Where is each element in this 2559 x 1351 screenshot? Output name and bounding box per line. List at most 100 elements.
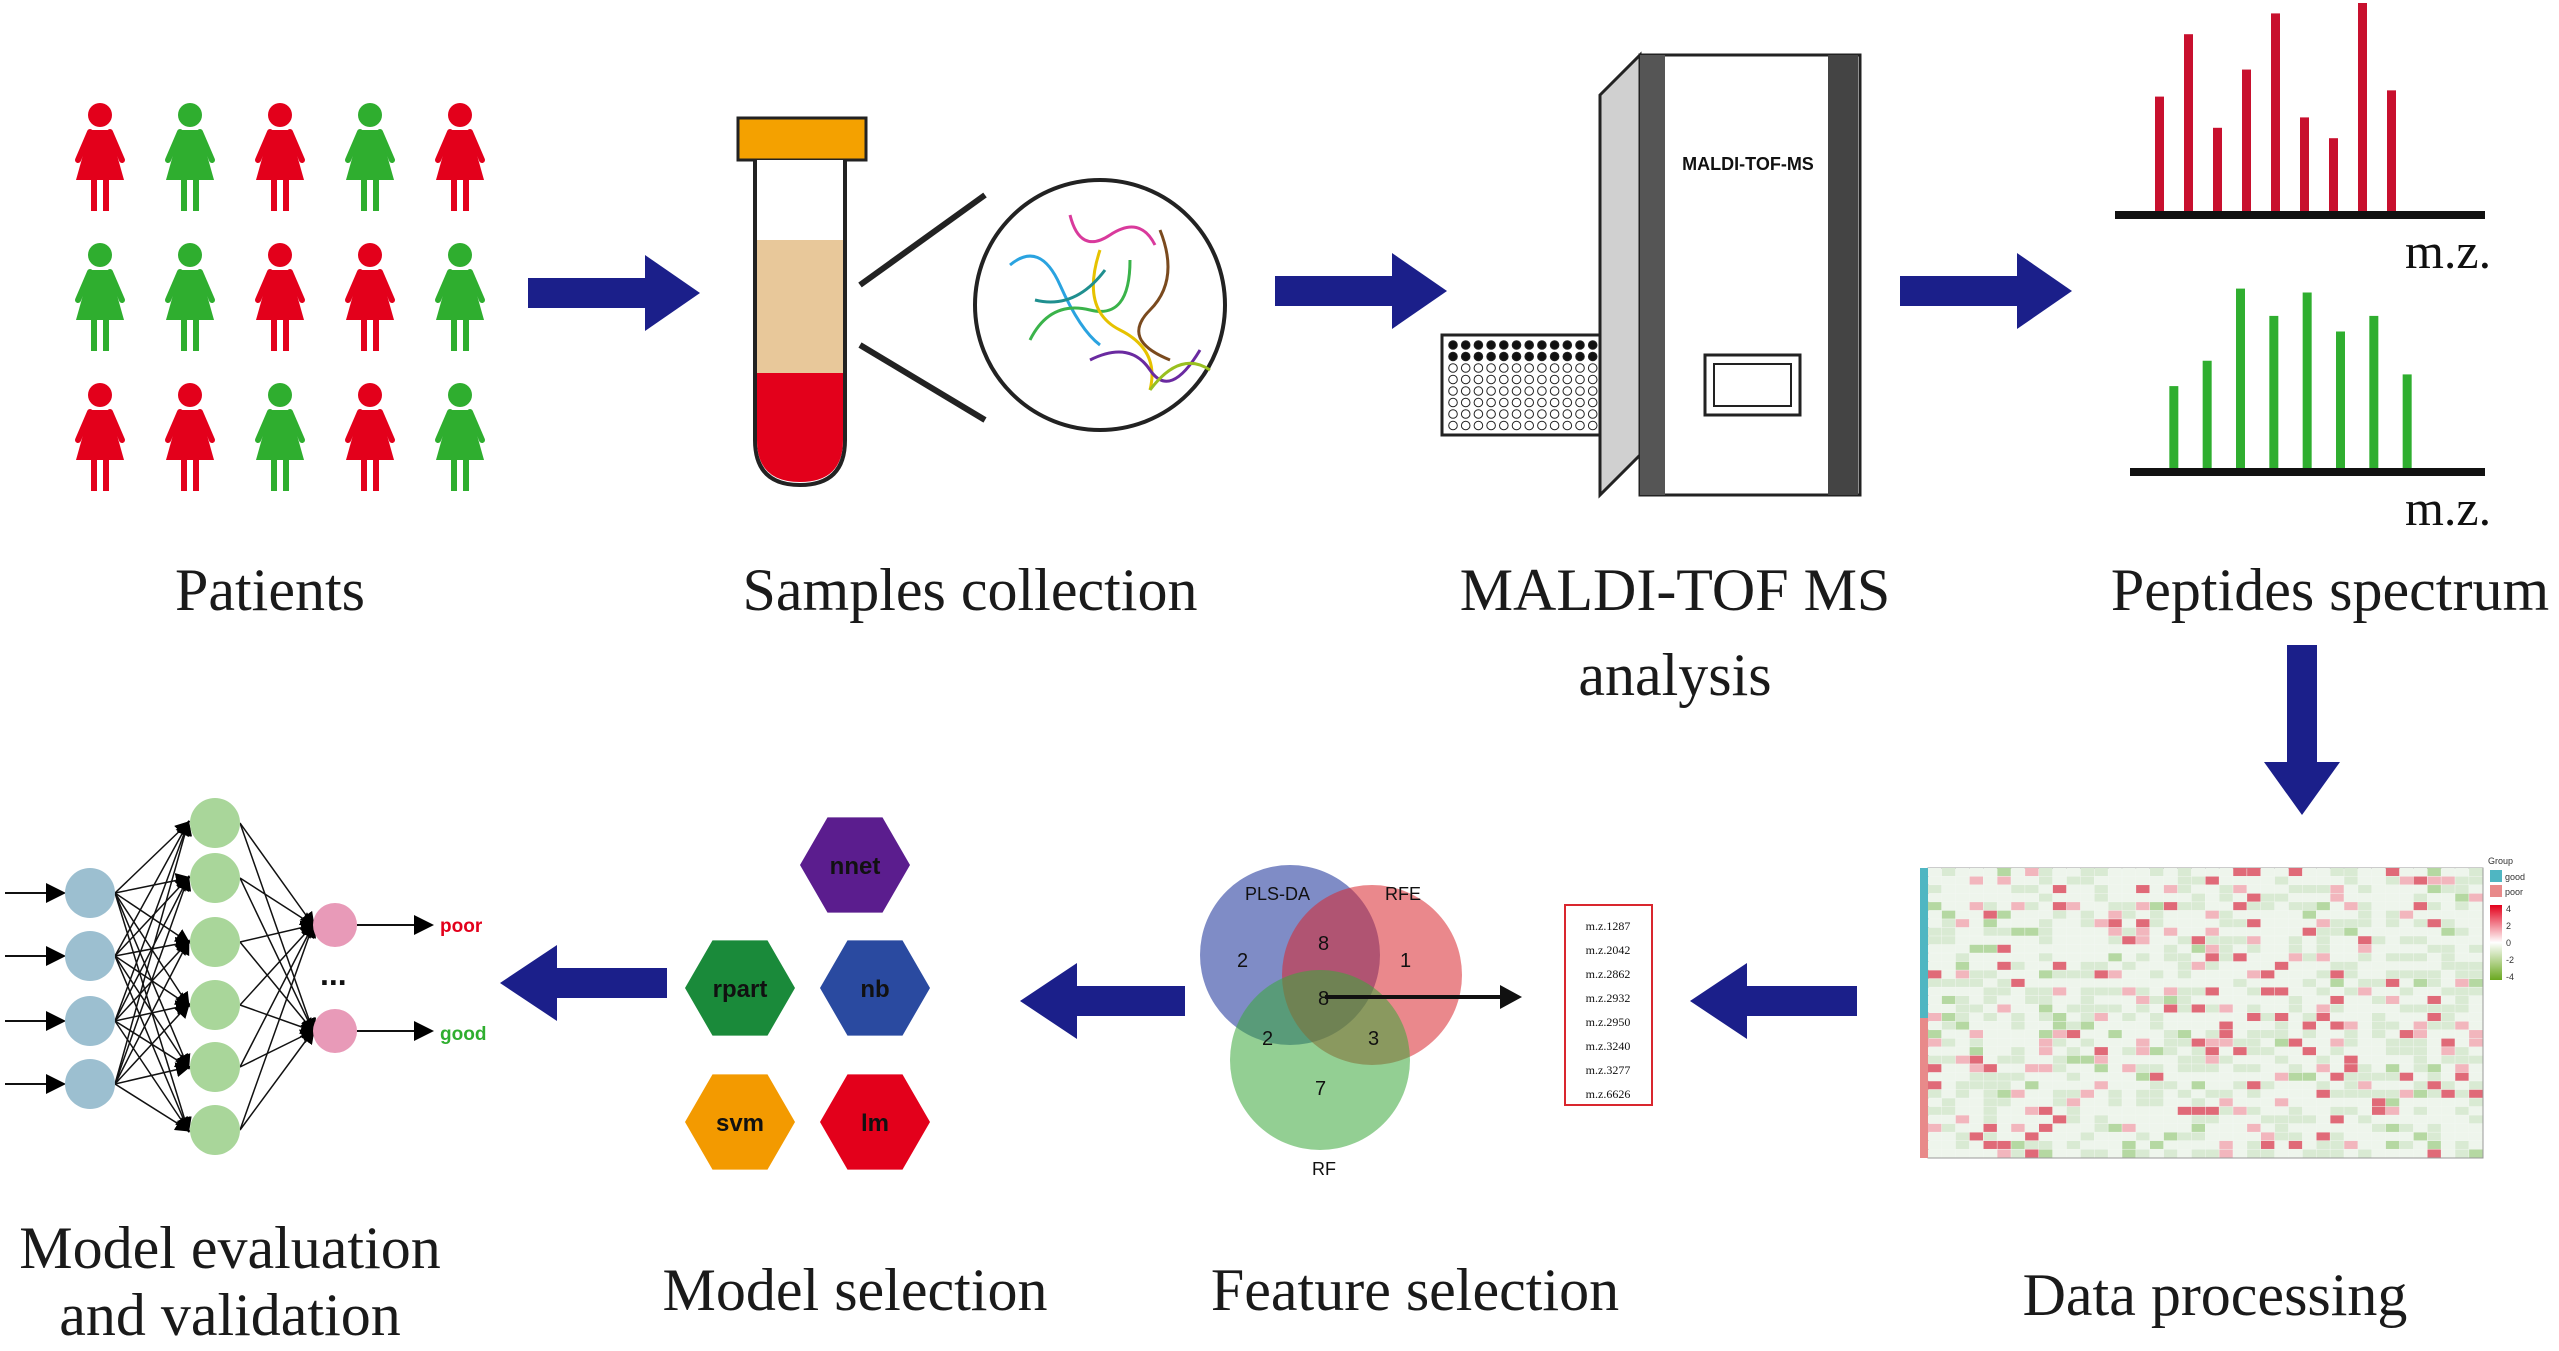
heatmap-cell [2358, 987, 2372, 996]
heatmap-cell [1928, 902, 1942, 911]
heatmap-cell [2025, 1081, 2039, 1090]
heatmap-cell [2330, 868, 2344, 877]
heatmap-cell [2316, 1064, 2330, 1073]
heatmap-cell [1969, 1030, 1983, 1039]
heatmap-scale-tick: -2 [2506, 955, 2514, 965]
plate-well [1511, 386, 1522, 396]
heatmap-cell [2413, 936, 2427, 945]
heatmap-cell [2372, 902, 2386, 911]
heatmap-cell [2372, 1030, 2386, 1039]
heatmap-cell [2247, 1055, 2261, 1064]
heatmap-cell [1969, 995, 1983, 1004]
heatmap-cell [2274, 987, 2289, 996]
heatmap-cell [2372, 1055, 2386, 1064]
heatmap-cell [2413, 1089, 2427, 1098]
heatmap-cell [2066, 902, 2081, 911]
heatmap-cell [2177, 995, 2192, 1004]
heatmap-cell [2177, 902, 2192, 911]
heatmap-cell [2233, 987, 2247, 996]
heatmap-cell [2274, 893, 2289, 902]
heatmap-cell [2344, 1149, 2358, 1158]
heatmap-cell [2205, 953, 2219, 962]
heatmap-cell [1928, 1123, 1942, 1132]
heatmap-cell [2358, 1072, 2372, 1081]
heatmap-cell [2413, 1055, 2427, 1064]
heatmap-cell [2025, 995, 2039, 1004]
heatmap-cell [2330, 885, 2344, 894]
plate-well [1460, 340, 1471, 350]
heatmap-cell [1997, 1047, 2011, 1056]
heatmap-cell [2025, 1106, 2039, 1115]
heatmap-cell [2191, 1123, 2205, 1132]
heatmap-cell [2441, 1149, 2455, 1158]
heatmap-cell [2441, 1047, 2455, 1056]
heatmap-cell [2108, 1149, 2122, 1158]
heatmap-cell [2372, 1089, 2386, 1098]
heatmap-cell [1941, 1047, 1956, 1056]
heatmap-cell [2385, 953, 2400, 962]
heatmap-cell [1997, 1072, 2011, 1081]
heatmap-cell [2427, 970, 2441, 979]
heatmap-cell [2025, 1013, 2039, 1022]
heatmap-cell [2302, 1106, 2316, 1115]
heatmap-cell [2427, 987, 2441, 996]
heatmap-cell [2247, 1038, 2261, 1047]
heatmap-cell [2261, 995, 2275, 1004]
heatmap-cell [2427, 868, 2441, 877]
heatmap-cell [2233, 1064, 2247, 1073]
heatmap-cell [2080, 868, 2094, 877]
heatmap-cell [2274, 1123, 2289, 1132]
heatmap-cell [2233, 1004, 2247, 1013]
heatmap-cell [2358, 1064, 2372, 1073]
heatmap-cell [2191, 1064, 2205, 1073]
heatmap-cell [2011, 1140, 2025, 1149]
heatmap-cell [2025, 1123, 2039, 1132]
heatmap-cell [2469, 1013, 2483, 1022]
heatmap-cell [2261, 978, 2275, 987]
heatmap-cell [2316, 961, 2330, 970]
heatmap-cell [1941, 970, 1956, 979]
heatmap-cell [2108, 876, 2122, 885]
heatmap-cell [2136, 910, 2150, 919]
heatmap-cell [1928, 1030, 1942, 1039]
heatmap-cell [2261, 927, 2275, 936]
heatmap-cell [2205, 978, 2219, 987]
heatmap-cell [2261, 919, 2275, 928]
heatmap-cell [2413, 927, 2427, 936]
spectrum-peak [2169, 386, 2179, 468]
heatmap-cell [1928, 1106, 1942, 1115]
caption-data-processing: Data processing [2023, 1262, 2408, 1328]
heatmap-cell [2399, 961, 2414, 970]
heatmap-cell [2372, 1132, 2386, 1141]
heatmap-cell [2469, 893, 2483, 902]
heatmap-cell [2136, 1149, 2150, 1158]
plate-well [1473, 397, 1484, 408]
heatmap-cell [2247, 927, 2261, 936]
heatmap-cell [2177, 1132, 2192, 1141]
heatmap-cell [2288, 944, 2303, 953]
heatmap-cell [2399, 885, 2414, 894]
heatmap-cell [2052, 927, 2067, 936]
heatmap-cell [1969, 1149, 1983, 1158]
heatmap-cell [2011, 953, 2025, 962]
heatmap-cell [1983, 953, 1997, 962]
heatmap-cell [2233, 1030, 2247, 1039]
heatmap-cell [2163, 1004, 2178, 1013]
plate-well [1587, 351, 1598, 362]
heatmap-cell [2413, 987, 2427, 996]
heatmap-cell [2150, 944, 2164, 953]
heatmap-cell [1983, 936, 1997, 945]
heatmap-cell [2261, 987, 2275, 996]
heatmap-cell [2288, 902, 2303, 911]
heatmap-cell [2330, 1140, 2344, 1149]
heatmap-cell [2247, 893, 2261, 902]
heatmap-cell [2372, 995, 2386, 1004]
plate-well [1587, 409, 1598, 419]
heatmap-cell [2302, 961, 2316, 970]
heatmap-cell [2122, 1021, 2136, 1030]
heatmap-cell [2150, 1021, 2164, 1030]
heatmap-cell [2399, 876, 2414, 885]
heatmap-cell [2358, 902, 2372, 911]
heatmap-cell [2066, 970, 2081, 979]
model-nnet: nnet [800, 817, 910, 913]
